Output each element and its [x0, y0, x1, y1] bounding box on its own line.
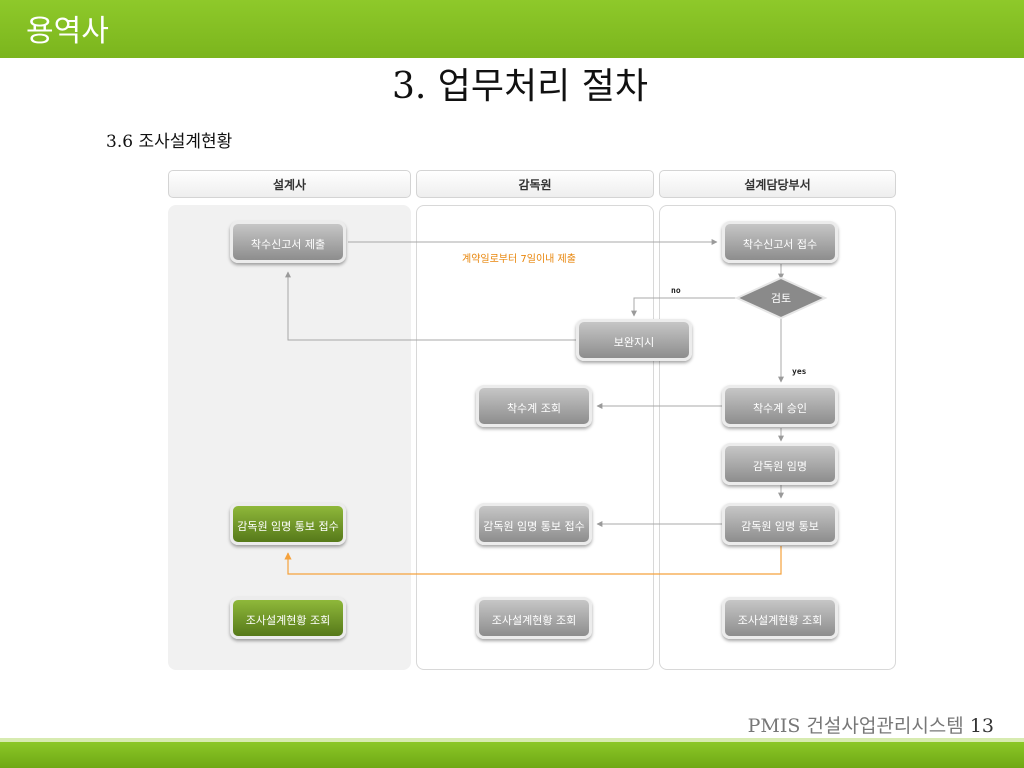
edge-supplement-to-submit: [285, 271, 576, 341]
edge-notice-to-contractor: [284, 546, 782, 575]
node-appoint-supervisor: 감독원 임명: [722, 443, 838, 485]
node-approve-start-plan: 착수계 승인: [722, 385, 838, 427]
node-status-view-contractor: 조사설계현황 조회: [230, 597, 346, 639]
node-status-view-supervisor: 조사설계현황 조회: [476, 597, 592, 639]
footer-text: PMIS 건설사업관리시스템: [747, 715, 964, 737]
lane-header-design-dept: 설계담당부서: [659, 170, 896, 198]
node-receive-appointment-notice-supervisor: 감독원 임명 통보 접수: [476, 503, 592, 545]
org-label: 용역사: [26, 14, 109, 49]
review-diamond: [734, 276, 828, 320]
lane-contractor: [168, 205, 411, 670]
review-diamond-label: 검토: [771, 292, 791, 305]
page-title: 3. 업무처리 절차: [392, 66, 648, 107]
section-subtitle: 3.6 조사설계현황: [106, 132, 233, 152]
page-number: 13: [969, 715, 994, 737]
node-receive-appointment-notice-contractor: 감독원 임명 통보 접수: [230, 503, 346, 545]
footer: PMIS 건설사업관리시스템 13: [748, 711, 994, 738]
lane-header-supervisor: 감독원: [416, 170, 654, 198]
lane-supervisor: [416, 205, 654, 670]
node-status-view-dept: 조사설계현황 조회: [722, 597, 838, 639]
header-bar: 용역사: [0, 0, 1024, 58]
node-submit-start-report: 착수신고서 제출: [230, 221, 346, 263]
edge-review-no-to-supplement: [631, 297, 737, 317]
edge-label-deadline: 계약일로부터 7일이내 제출: [462, 253, 576, 265]
edge-label-no: no: [671, 286, 681, 295]
node-view-start-plan: 착수계 조회: [476, 385, 592, 427]
node-send-appointment-notice: 감독원 임명 통보: [722, 503, 838, 545]
lane-header-contractor: 설계사: [168, 170, 411, 198]
edge-label-yes: yes: [792, 367, 807, 376]
footer-bar: [0, 738, 1024, 768]
node-supplement-order: 보완지시: [576, 319, 692, 361]
node-receive-start-report: 착수신고서 접수: [722, 221, 838, 263]
